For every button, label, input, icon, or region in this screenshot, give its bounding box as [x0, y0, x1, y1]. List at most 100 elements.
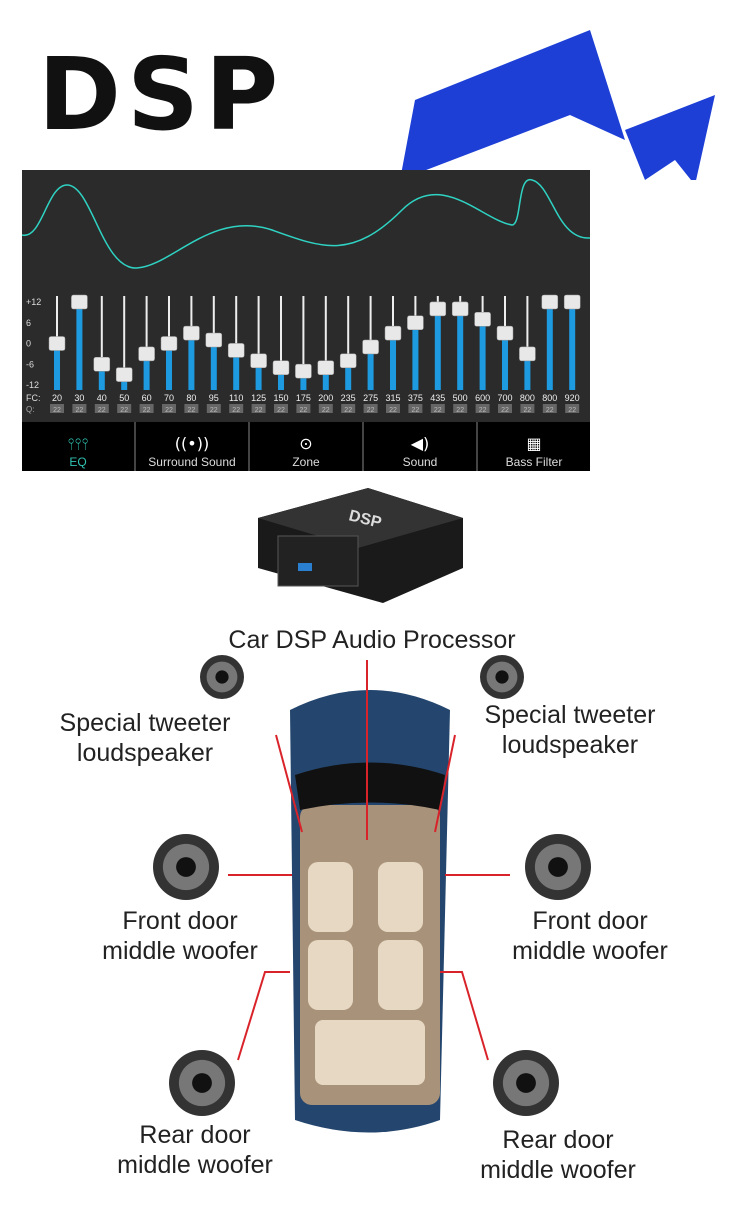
fc-label: FC:: [26, 393, 41, 403]
q-value: 22: [344, 407, 352, 414]
q-value: 22: [165, 407, 173, 414]
q-value: 22: [120, 407, 128, 414]
slider-handle[interactable]: [563, 294, 581, 310]
label-line: Rear door: [502, 1126, 614, 1154]
speaker-dust-cap: [495, 670, 509, 684]
tab-label: Zone: [292, 455, 320, 469]
slider-fill: [524, 353, 531, 390]
slider-handle[interactable]: [362, 339, 379, 355]
q-box: [363, 404, 378, 413]
slider-fill: [412, 322, 419, 390]
slider-track: [324, 296, 327, 385]
q-value: 22: [479, 407, 487, 414]
label-line: loudspeaker: [76, 739, 214, 767]
slider-handle[interactable]: [183, 325, 200, 341]
slider-fill: [143, 353, 150, 390]
slider-fill: [367, 346, 374, 390]
slider-handle[interactable]: [541, 294, 559, 310]
fc-value: 700: [497, 393, 512, 403]
q-value: 22: [367, 407, 375, 414]
speaker-icon: ◀): [410, 434, 430, 453]
fc-value: 275: [363, 393, 378, 403]
q-box: [498, 404, 512, 413]
slider-fill: [255, 360, 262, 390]
label-line: Rear door: [139, 1121, 251, 1149]
slider-track: [280, 296, 282, 385]
q-box: [184, 404, 199, 413]
eq-curve: [22, 179, 590, 269]
slider-handle[interactable]: [384, 325, 402, 341]
tab-surround-sound[interactable]: ((•))Surround Sound: [136, 422, 250, 471]
fc-value: 800: [542, 393, 557, 403]
slider-handle[interactable]: [496, 325, 514, 341]
fc-value: 600: [475, 393, 490, 403]
y-tick-label: 0: [26, 339, 31, 349]
slider-fill: [457, 308, 464, 390]
slider-fill: [233, 350, 240, 390]
tab-label: Bass Filter: [505, 455, 563, 469]
tab-sound[interactable]: ◀) Sound: [364, 422, 478, 471]
label-line: Special tweeter: [59, 709, 231, 737]
tab-zone[interactable]: ⊙ Zone: [250, 422, 364, 471]
speaker-dust-cap: [192, 1073, 212, 1093]
eq-tab-bar: ⫯⫯⫯EQ((•))Surround Sound ⊙ Zone ◀) Sound ▦ Bas…: [22, 422, 590, 471]
label-line: middle woofer: [102, 937, 258, 965]
q-box: [430, 404, 445, 413]
label-line: Front door: [532, 907, 648, 935]
label-line: middle woofer: [480, 1156, 636, 1184]
tab-label: Sound: [402, 455, 438, 469]
tab-bass-filter[interactable]: ▦ Bass Filter: [478, 422, 590, 471]
slider-fill: [390, 333, 396, 390]
q-box: [453, 404, 468, 413]
q-value: 22: [210, 407, 218, 414]
q-box: [296, 404, 311, 413]
q-box: [94, 404, 109, 413]
slider-handle[interactable]: [71, 294, 88, 310]
fc-value: 200: [318, 393, 333, 403]
slider-handle[interactable]: [451, 301, 469, 317]
slider-handle[interactable]: [227, 343, 245, 358]
slider-fill: [300, 371, 307, 390]
fc-value: 30: [74, 393, 84, 403]
slider-handle[interactable]: [250, 353, 267, 369]
slider-handle[interactable]: [317, 360, 335, 375]
q-box: [50, 404, 64, 413]
speaker-dust-cap: [516, 1073, 536, 1093]
slider-handle[interactable]: [407, 315, 424, 330]
processor-label: Car DSP Audio Processor: [228, 626, 516, 654]
q-box: [72, 404, 87, 413]
q-value: 22: [412, 407, 420, 414]
slider-handle[interactable]: [138, 346, 155, 362]
tab-eq[interactable]: ⫯⫯⫯EQ: [22, 422, 136, 471]
slider-fill: [54, 343, 60, 390]
slider-fill: [76, 302, 83, 390]
fc-value: 125: [251, 393, 266, 403]
fc-value: 175: [296, 393, 311, 403]
q-box: [139, 404, 154, 413]
fc-value: 800: [520, 393, 535, 403]
slider-handle[interactable]: [519, 346, 536, 362]
slider-fill: [345, 360, 352, 390]
slider-handle[interactable]: [339, 353, 357, 369]
slider-handle[interactable]: [272, 360, 290, 375]
fc-value: 375: [408, 393, 423, 403]
slider-handle[interactable]: [205, 332, 223, 348]
fc-value: 80: [186, 393, 196, 403]
eq-graph: +1260-6-12FC:Q:2022302240225022602270228…: [22, 179, 590, 414]
q-value: 22: [255, 407, 263, 414]
zone-target-icon: ⊙: [299, 434, 313, 453]
slider-handle[interactable]: [93, 357, 111, 372]
slider-handle[interactable]: [48, 336, 66, 351]
slider-handle[interactable]: [115, 367, 133, 382]
slider-handle[interactable]: [295, 363, 312, 379]
slider-handle[interactable]: [429, 301, 447, 317]
label-line: Front door: [122, 907, 238, 935]
slider-handle[interactable]: [160, 336, 178, 351]
label-line: middle woofer: [512, 937, 668, 965]
bass-filter-icon: ▦: [526, 434, 542, 453]
q-value: 22: [300, 407, 308, 414]
y-tick-label: +12: [26, 297, 41, 307]
slider-handle[interactable]: [474, 312, 491, 327]
